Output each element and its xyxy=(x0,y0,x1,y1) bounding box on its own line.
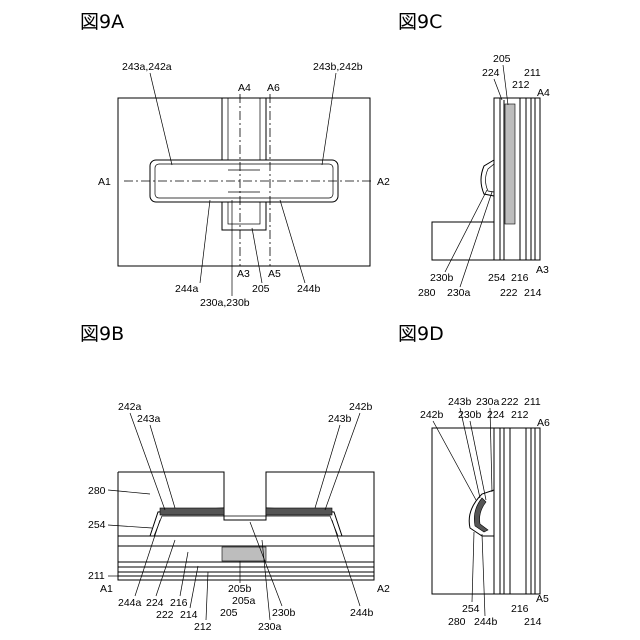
label-214-d: 214 xyxy=(524,616,542,628)
figure-9a-title: 図9A xyxy=(80,11,124,33)
label-243b-242b: 243b,242b xyxy=(313,61,363,73)
label-280-b: 280 xyxy=(88,485,106,497)
label-242b-d: 242b xyxy=(420,409,444,421)
label-243b: 243b xyxy=(328,413,352,425)
label-230a-c: 230a xyxy=(447,287,471,299)
label-244b-b: 244b xyxy=(350,607,374,619)
conductor-242b-243b xyxy=(266,508,332,515)
label-a3: A3 xyxy=(237,268,250,280)
conductor-205-section xyxy=(505,104,515,224)
label-222-b: 222 xyxy=(156,609,174,621)
leader-280-b xyxy=(108,490,150,494)
label-a6: A6 xyxy=(267,82,280,94)
label-216-d: 216 xyxy=(511,603,529,615)
label-254-d: 254 xyxy=(462,603,480,615)
label-205-c: 205 xyxy=(493,53,511,65)
bump-inner xyxy=(486,164,495,192)
label-a5: A5 xyxy=(268,268,281,280)
leader-243b xyxy=(315,425,340,508)
stack-outline xyxy=(494,98,540,260)
label-230a-230b: 230a,230b xyxy=(200,297,250,309)
conductor-205-b xyxy=(222,547,266,561)
label-211-c: 211 xyxy=(524,67,541,79)
outer-region-d xyxy=(432,428,540,594)
label-222-c: 222 xyxy=(500,287,518,299)
label-a2-b: A2 xyxy=(377,583,390,595)
label-a4: A4 xyxy=(238,82,251,94)
label-244a: 244a xyxy=(175,283,199,295)
figure-9d-title: 図9D xyxy=(398,323,444,345)
label-224-d: 224 xyxy=(487,409,505,421)
label-214-b: 214 xyxy=(180,609,198,621)
label-230a-d: 230a xyxy=(476,396,500,408)
leader-242b xyxy=(325,413,360,510)
label-242b: 242b xyxy=(349,401,373,413)
label-230a-b: 230a xyxy=(258,621,282,633)
label-254-c: 254 xyxy=(488,272,506,284)
figure-9c: 図9C 205 224 211 212 A4 230b 280 230a 254… xyxy=(398,11,550,299)
label-a2: A2 xyxy=(377,176,390,188)
label-224-c: 224 xyxy=(482,67,500,79)
label-212-d: 212 xyxy=(511,409,529,421)
label-211-d: 211 xyxy=(524,396,541,408)
label-244b: 244b xyxy=(297,283,321,295)
figure-9b: 図9B 242a 243a 242b 243b 280 254 211 A1 A… xyxy=(80,323,390,633)
label-216-c: 216 xyxy=(511,272,529,284)
figure-9d: 図9D 243b 230a 222 211 242b 230b 224 212 … xyxy=(398,323,550,628)
leader-242a xyxy=(130,413,165,510)
label-230b-d: 230b xyxy=(458,409,482,421)
label-a3-c: A3 xyxy=(536,264,549,276)
label-a5-d: A5 xyxy=(536,593,549,605)
figure-9b-title: 図9B xyxy=(80,323,124,345)
label-205: 205 xyxy=(252,283,270,295)
label-a1: A1 xyxy=(98,176,111,188)
label-230b-b: 230b xyxy=(272,607,296,619)
label-280-c: 280 xyxy=(418,287,436,299)
label-224-b: 224 xyxy=(146,597,164,609)
leader-224-c xyxy=(494,79,502,100)
oxide-inner xyxy=(154,516,338,536)
label-211-b: 211 xyxy=(88,570,105,582)
label-243a-242a: 243a,242a xyxy=(122,61,172,73)
label-280-d: 280 xyxy=(448,616,466,628)
figure-9a: 図9A 243a,242a 243b,242b A4 A6 A1 A2 A3 A… xyxy=(80,11,390,309)
leader-243a xyxy=(150,425,175,508)
insulator-280 xyxy=(432,222,494,260)
figure-9c-title: 図9C xyxy=(398,11,442,33)
label-243a: 243a xyxy=(137,413,161,425)
label-222-d: 222 xyxy=(501,396,519,408)
conductor-242a-243a xyxy=(160,508,224,515)
label-216-b: 216 xyxy=(170,597,188,609)
leader-254-b xyxy=(108,525,152,528)
label-244a-b: 244a xyxy=(118,597,142,609)
label-230b-c: 230b xyxy=(430,272,454,284)
label-214-c: 214 xyxy=(524,287,542,299)
label-244b-d: 244b xyxy=(474,616,498,628)
label-205b: 205b xyxy=(228,583,252,595)
label-a6-d: A6 xyxy=(537,417,550,429)
label-205a: 205a xyxy=(232,595,256,607)
label-243b-d: 243b xyxy=(448,396,472,408)
label-254-b: 254 xyxy=(88,519,106,531)
label-a1-b: A1 xyxy=(100,583,113,595)
label-242a: 242a xyxy=(118,401,142,413)
label-212-b: 212 xyxy=(194,621,212,633)
label-212-c: 212 xyxy=(512,79,530,91)
label-a4-c: A4 xyxy=(537,87,550,99)
label-205: 205 xyxy=(220,607,238,619)
